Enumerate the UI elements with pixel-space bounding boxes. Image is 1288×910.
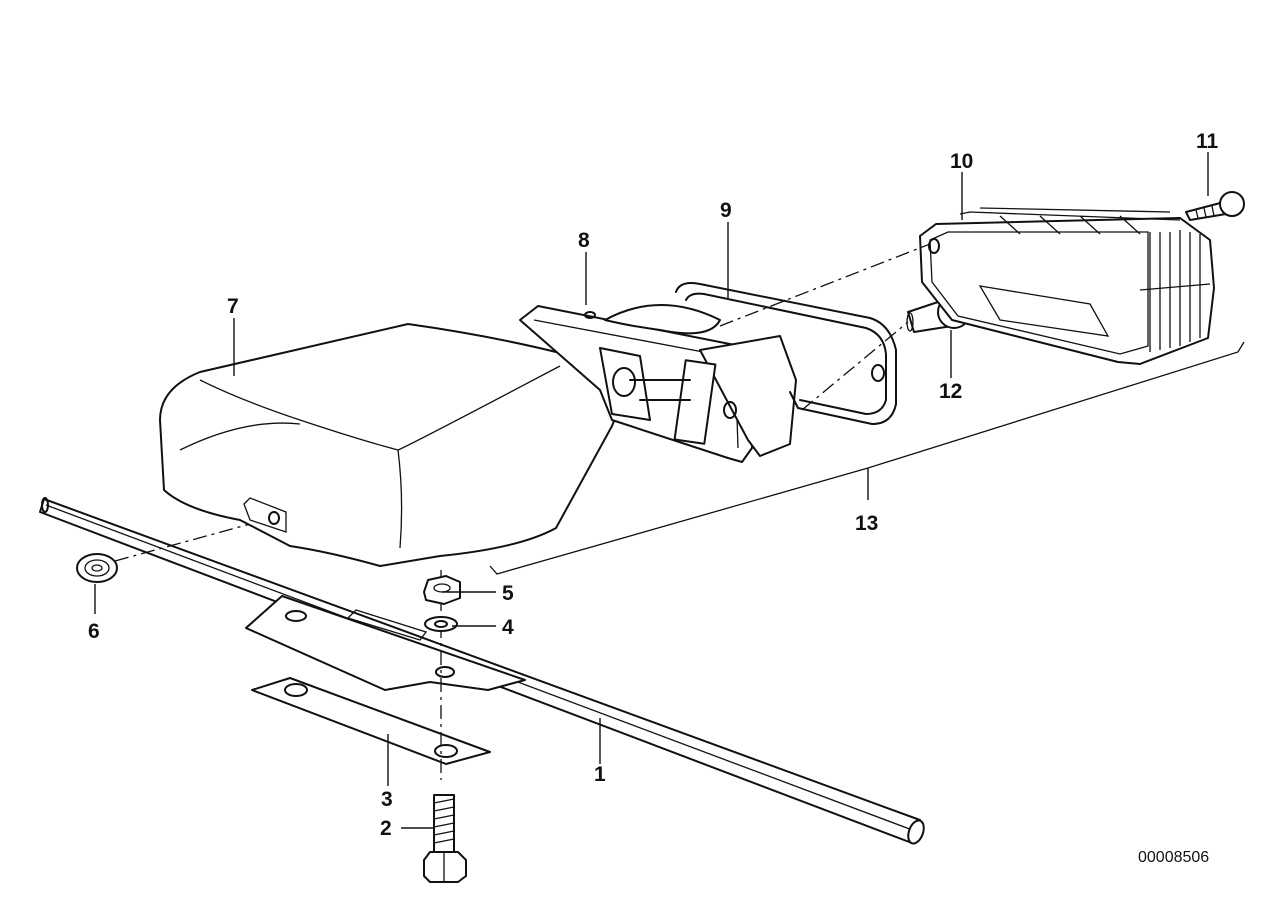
part-bulb-holder [519, 304, 797, 463]
callout-7: 7 [227, 295, 239, 318]
part-washer [424, 616, 458, 632]
part-plate [251, 677, 491, 765]
callout-12: 12 [939, 380, 962, 403]
callout-11: 11 [1196, 130, 1219, 153]
callout-3: 3 [381, 788, 393, 811]
callout-6: 6 [88, 620, 100, 643]
part-nut [423, 575, 461, 605]
part-screw [1185, 191, 1245, 221]
callout-5: 5 [502, 582, 514, 605]
part-lamp-housing [159, 323, 622, 567]
part-gasket [675, 282, 897, 425]
leader-lines [94, 152, 1209, 829]
callout-4: 4 [502, 616, 514, 639]
bracket-13 [489, 341, 1245, 575]
callout-1: 1 [594, 763, 606, 786]
callout-2: 2 [380, 817, 392, 840]
callout-9: 9 [720, 199, 732, 222]
document-id: 00008506 [1138, 849, 1209, 866]
callout-8: 8 [578, 229, 590, 252]
part-bolt [423, 794, 467, 883]
part-lens [919, 207, 1215, 365]
callout-13: 13 [855, 512, 878, 535]
part-bracket-plate [245, 595, 526, 691]
part-grommet [76, 553, 118, 583]
callout-10: 10 [950, 150, 973, 173]
